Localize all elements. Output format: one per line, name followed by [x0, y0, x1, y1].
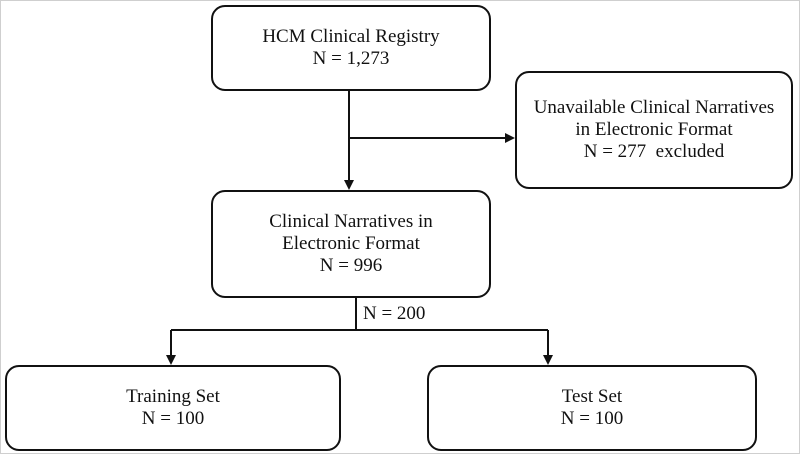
node-count: N = 1,273: [312, 48, 390, 69]
node-unavailable-narratives: Unavailable Clinical Narratives in Elect…: [515, 71, 793, 189]
node-title: Training Set: [126, 386, 220, 407]
node-hcm-clinical-registry: HCM Clinical Registry N = 1,273: [211, 5, 491, 91]
node-title: Unavailable Clinical Narratives: [533, 97, 775, 118]
node-title: HCM Clinical Registry: [262, 26, 440, 47]
node-clinical-narratives: Clinical Narratives in Electronic Format…: [211, 190, 491, 298]
node-count: N = 277 excluded: [583, 141, 725, 162]
node-count: N = 100: [141, 408, 205, 429]
node-title-line-2: Electronic Format: [282, 233, 420, 254]
node-title-line-2: in Electronic Format: [575, 119, 733, 140]
node-test-set: Test Set N = 100: [427, 365, 757, 451]
node-count: N = 100: [560, 408, 624, 429]
node-count: N = 996: [319, 255, 383, 276]
split-count-label: N = 200: [363, 303, 426, 324]
node-title: Test Set: [561, 386, 623, 407]
node-title: Clinical Narratives in: [269, 211, 433, 232]
node-training-set: Training Set N = 100: [5, 365, 341, 451]
